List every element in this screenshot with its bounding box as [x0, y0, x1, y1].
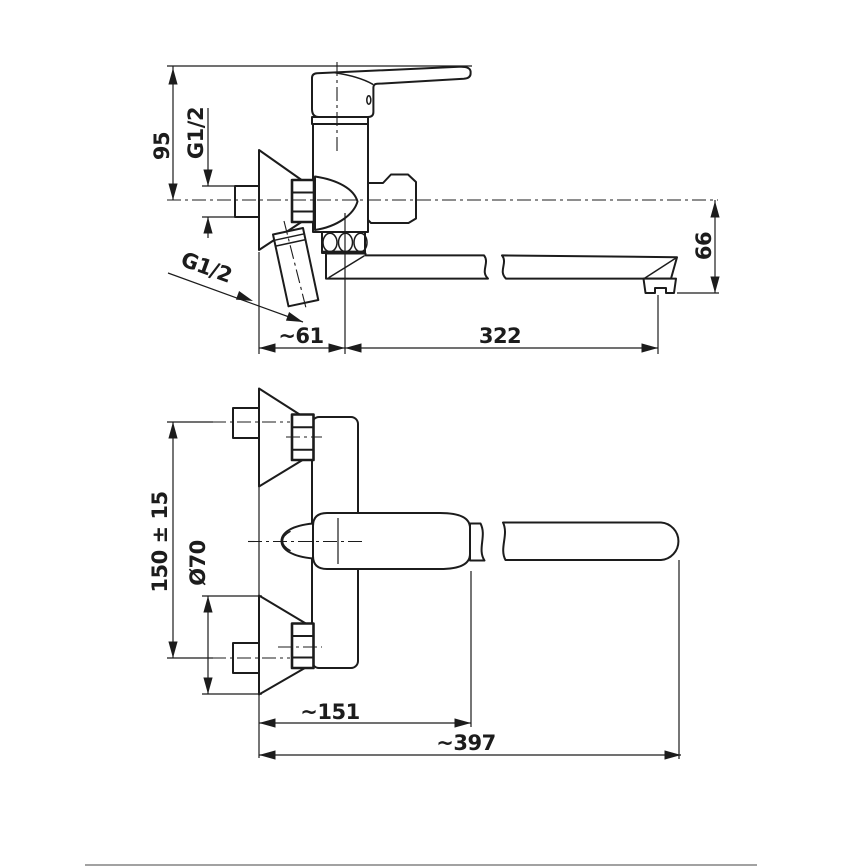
spout-aerator	[642, 277, 677, 294]
dimension-arrowhead	[203, 169, 213, 186]
lever-handle	[311, 65, 472, 118]
handle-collar	[311, 116, 369, 125]
dimension-arrowhead	[203, 596, 213, 613]
dim-label-150: 150 ± 15	[148, 491, 172, 592]
supply-stub-side	[234, 185, 260, 218]
dimension-arrowhead	[203, 217, 213, 234]
handle-front-detail	[366, 95, 372, 105]
dimension-arrowhead	[641, 343, 658, 353]
spout-connector-block	[367, 173, 417, 224]
spout-collar-top-view	[469, 522, 486, 562]
diverter-cone	[314, 175, 359, 231]
dim-label-95: 95	[150, 132, 174, 160]
dim-label-151: ~151	[300, 700, 359, 724]
spout-ring-nut	[321, 231, 366, 254]
hex-nut-side	[290, 178, 316, 224]
dimension-arrowhead	[259, 750, 276, 760]
dimension-arrowhead	[168, 641, 178, 658]
supply-stub-upper	[232, 407, 260, 439]
dim-label-g12-shower: G1/2	[178, 247, 235, 287]
side-view	[234, 65, 678, 308]
spout-end-chamfer-line	[643, 256, 678, 280]
dimension-arrowhead	[168, 68, 178, 85]
plan-view	[232, 387, 680, 696]
dimension-arrowhead	[345, 343, 362, 353]
hex-nut-lower	[290, 622, 315, 670]
dimension-arrowhead	[203, 677, 213, 694]
dimension-lines	[167, 65, 719, 759]
dim-label-397: ~397	[436, 731, 495, 755]
dimension-arrowhead	[168, 183, 178, 200]
dim-label-g12-wall: G1/2	[184, 107, 208, 159]
dimension-arrowhead	[664, 750, 681, 760]
dimension-arrowhead	[259, 718, 276, 728]
dimension-arrowhead	[710, 276, 720, 293]
knurl-circle	[353, 232, 368, 253]
dimension-arrowhead	[168, 422, 178, 439]
dimension-arrowhead	[259, 343, 276, 353]
shower-axis-centerline	[283, 220, 308, 311]
dimension-arrowhead	[328, 343, 345, 353]
shower-outlet-tube	[272, 227, 320, 308]
shower-tube-band	[273, 233, 306, 242]
handle-shoulder-line	[334, 72, 374, 85]
centerlines	[167, 62, 718, 659]
shower-tube-band	[274, 238, 307, 247]
leader-line-g12-shower	[167, 272, 304, 323]
dimension-arrowhead	[285, 312, 303, 322]
dimension-arrows	[168, 68, 720, 760]
knurl-circle	[322, 232, 338, 253]
body-top-view	[312, 512, 471, 570]
dimension-arrowhead	[454, 718, 471, 728]
dim-label-66: 66	[692, 232, 716, 260]
dimension-arrowhead	[710, 201, 720, 218]
spout-left-section	[325, 252, 489, 280]
spout-chamfer-line	[328, 255, 365, 279]
dimension-arrowhead	[235, 291, 253, 301]
dimension-labels: 95 G1/2 G1/2 ~61 322 66 150 ± 15 Ø70 ~15…	[148, 107, 716, 755]
dim-label-70: Ø70	[186, 540, 210, 586]
dim-label-61: ~61	[278, 324, 323, 348]
dim-label-322: 322	[479, 324, 521, 348]
spout-top-view	[502, 521, 680, 561]
